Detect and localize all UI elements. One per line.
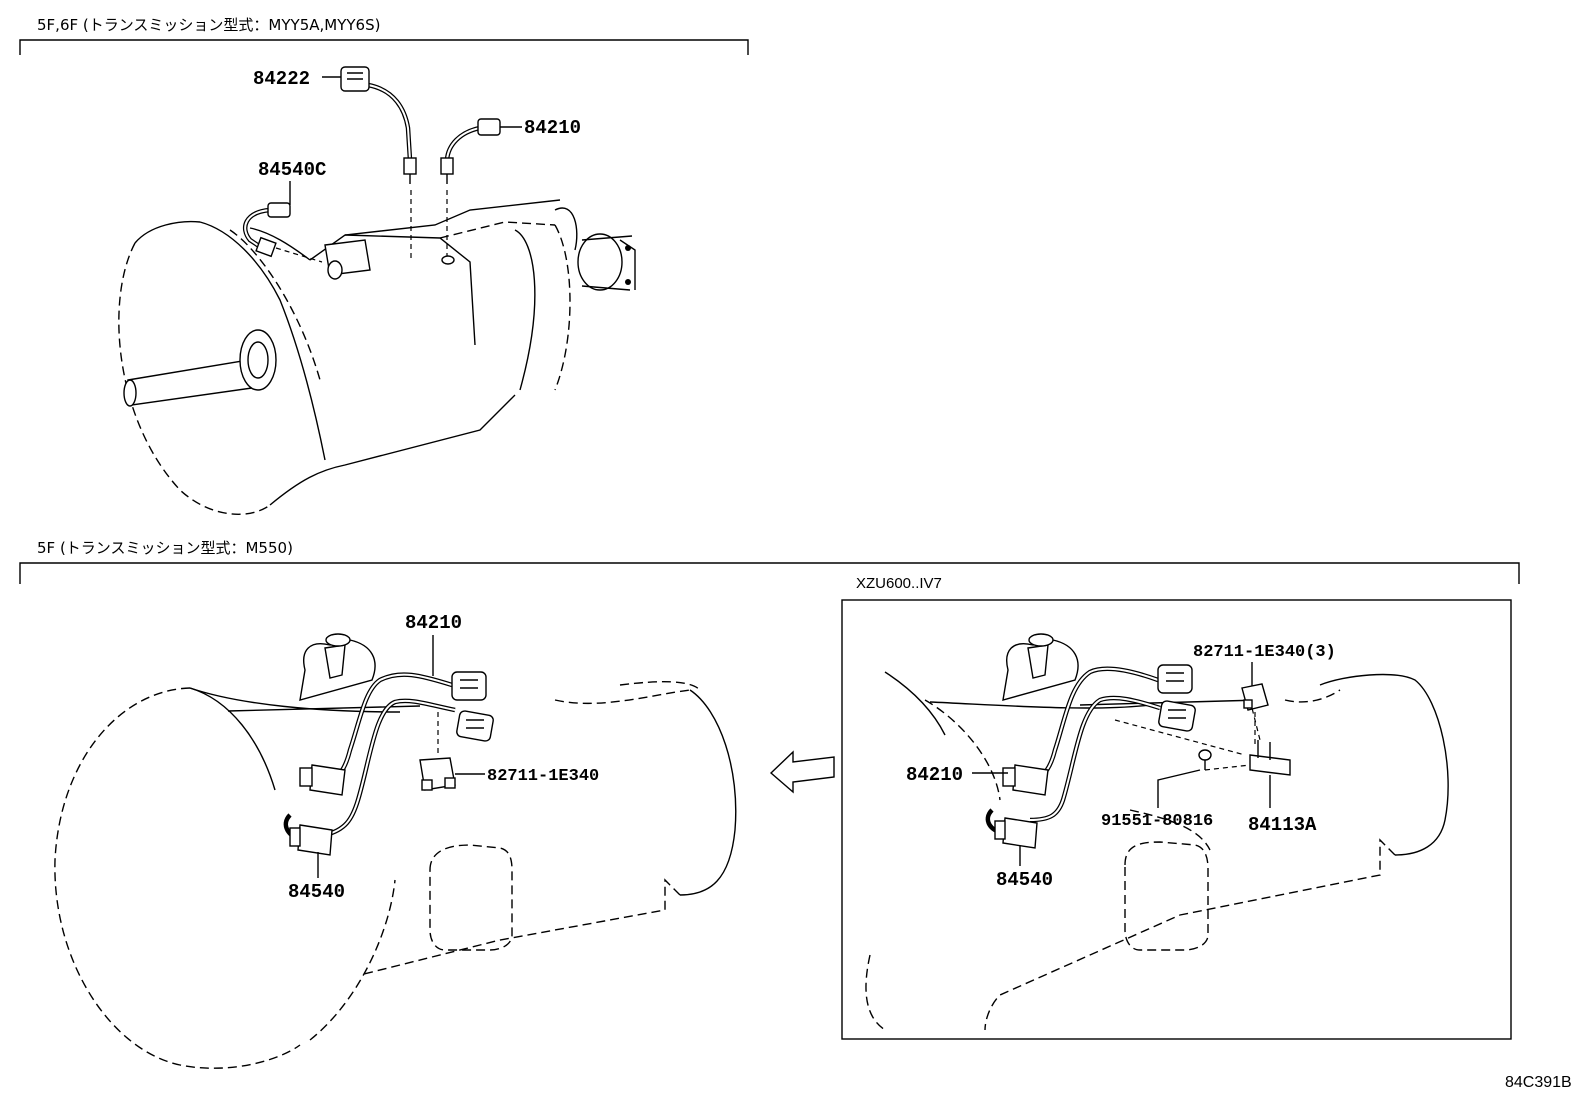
label-84540-bottom-left: 84540	[288, 881, 345, 903]
label-82711-bottom-left: 82711-1E340	[487, 767, 599, 786]
inset-transmission	[865, 633, 1449, 1031]
bottom-section-bracket	[19, 562, 1520, 584]
inset-header: XZU600..IV7	[856, 575, 942, 592]
reference-arrow	[769, 750, 835, 794]
top-section-header: 5F,6F (トランスミッション型式：MYY5A,MYY6S)	[37, 16, 380, 34]
label-84210-bottom-left: 84210	[405, 612, 462, 634]
label-84113A-inset: 84113A	[1248, 814, 1317, 836]
part-84210-top[interactable]	[440, 118, 501, 184]
part-84210-inset[interactable]	[985, 664, 1196, 849]
top-transmission	[118, 190, 636, 515]
bottom-section-header: 5F (トランスミッション型式：M550)	[37, 539, 293, 557]
part-82711-bottom-left[interactable]	[419, 757, 456, 791]
label-84222: 84222	[253, 68, 310, 90]
top-section-bracket	[19, 39, 749, 55]
part-84210-bottom-left[interactable]	[283, 671, 494, 856]
label-84210-top: 84210	[524, 117, 581, 139]
part-84113A-inset[interactable]	[1249, 740, 1291, 776]
part-84222[interactable]	[340, 66, 417, 184]
diagram-code: 84C391B	[1505, 1074, 1572, 1091]
inset-frame	[841, 599, 1512, 1040]
label-84210-inset: 84210	[906, 764, 963, 786]
part-84540C[interactable]	[243, 202, 291, 258]
label-84540-inset: 84540	[996, 869, 1053, 891]
label-82711-inset: 82711-1E340(3)	[1193, 643, 1336, 662]
label-91551-inset: 91551-80816	[1101, 812, 1213, 831]
bottom-left-transmission	[54, 633, 737, 1069]
label-84540C: 84540C	[258, 159, 326, 181]
part-91551-inset[interactable]	[1198, 749, 1212, 770]
part-82711-inset[interactable]	[1241, 683, 1269, 711]
leader-91551-inset	[1157, 769, 1201, 808]
